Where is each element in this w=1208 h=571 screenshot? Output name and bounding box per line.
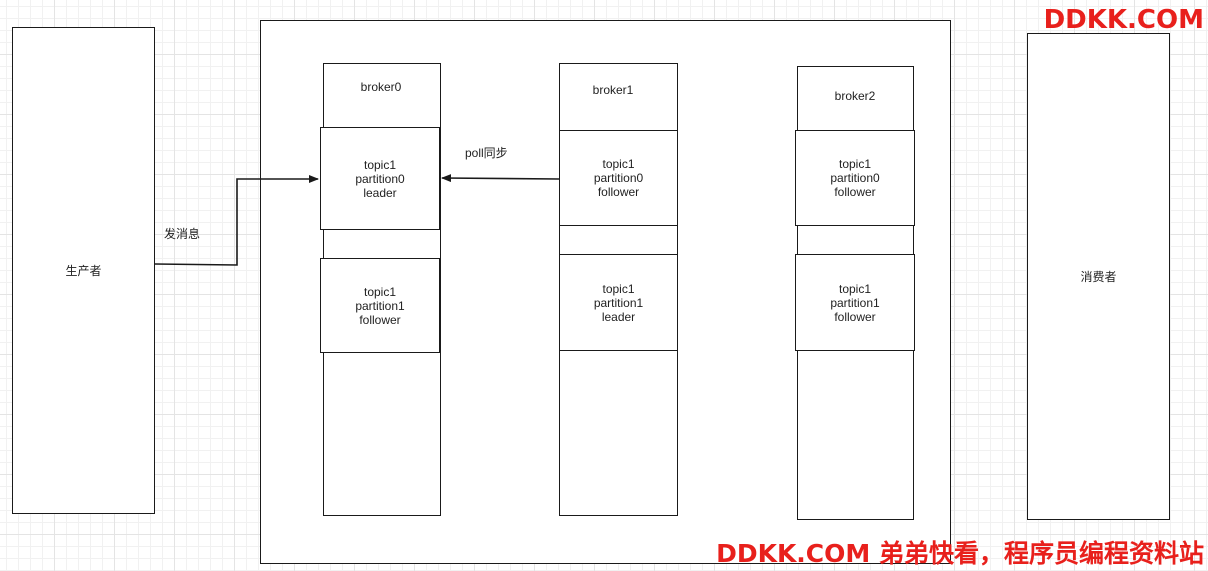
broker0-name: broker0 — [360, 80, 402, 94]
partition-topic: topic1 — [838, 281, 872, 296]
broker2-name: broker2 — [834, 89, 876, 103]
partition-role: follower — [834, 185, 876, 199]
partition-id: partition0 — [355, 171, 405, 186]
partition-topic: topic1 — [363, 284, 397, 299]
partition-role: follower — [834, 309, 876, 324]
partition-topic: topic1 — [602, 281, 635, 296]
broker1-partition1-cell: topic1 partition1 leader — [559, 254, 678, 351]
producer-label: 生产者 — [65, 263, 102, 278]
broker1-partition0-cell: topic1 partition0 follower — [559, 130, 678, 226]
partition-role: follower — [597, 185, 640, 199]
partition-id: partition1 — [593, 295, 644, 310]
partition-id: partition1 — [355, 298, 405, 313]
send-message-label: 发消息 — [164, 227, 201, 241]
partition-topic: topic1 — [363, 157, 397, 172]
partition-role: leader — [601, 309, 636, 324]
broker1-name: broker1 — [592, 83, 634, 97]
broker2-partition0-cell: topic1 partition0 follower — [795, 130, 915, 226]
partition-role: leader — [363, 185, 397, 200]
partition-id: partition1 — [830, 295, 880, 310]
broker0-partition1-cell: topic1 partition1 follower — [320, 258, 440, 353]
partition-topic: topic1 — [838, 157, 872, 171]
producer-box: 生产者 — [12, 27, 155, 514]
partition-id: partition0 — [830, 171, 880, 185]
broker0-partition0-cell: topic1 partition0 leader — [320, 127, 440, 230]
watermark-top: DDKK.COM — [1043, 5, 1204, 35]
poll-sync-label: poll同步 — [465, 146, 508, 160]
watermark-bottom: DDKK.COM 弟弟快看，程序员编程资料站 — [716, 539, 1204, 568]
broker2-partition1-cell: topic1 partition1 follower — [795, 254, 915, 351]
partition-id: partition0 — [593, 171, 644, 185]
consumer-label: 消费者 — [1080, 269, 1117, 284]
partition-topic: topic1 — [602, 157, 635, 171]
consumer-box: 消费者 — [1027, 33, 1170, 520]
partition-role: follower — [359, 312, 401, 327]
